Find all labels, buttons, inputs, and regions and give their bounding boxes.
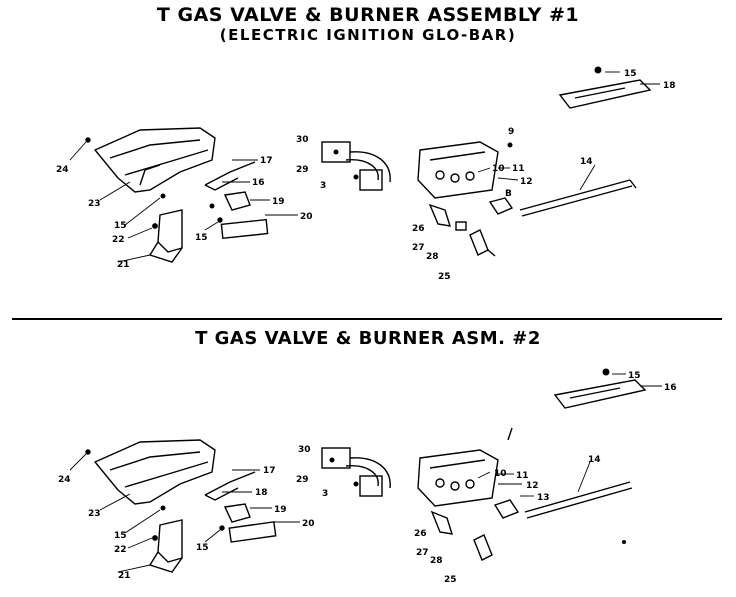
assembly-2-title: T GAS VALVE & BURNER ASM. #2 bbox=[195, 328, 541, 349]
callout-17: 17 bbox=[260, 156, 273, 166]
callout-19: 19 bbox=[274, 505, 287, 515]
callout-24: 24 bbox=[56, 165, 69, 175]
callout-10: 10 bbox=[494, 469, 507, 479]
callout-22: 22 bbox=[112, 235, 125, 245]
assembly-2-drawing bbox=[69, 368, 662, 573]
callout-23: 23 bbox=[88, 509, 101, 519]
bracket-and-screws-part-2 bbox=[430, 510, 454, 535]
callout-27: 27 bbox=[412, 243, 425, 253]
assembly-1-callouts: 15 18 9 24 30 17 29 10 11 3 16 12 14 23 … bbox=[56, 69, 676, 282]
callout-15-b: 15 bbox=[114, 221, 127, 231]
callout-30: 30 bbox=[298, 445, 311, 455]
callout-17: 17 bbox=[263, 466, 276, 476]
mounting-bracket-part bbox=[148, 209, 183, 263]
callout-16: 16 bbox=[664, 383, 677, 393]
callout-24: 24 bbox=[58, 475, 71, 485]
callout-16: 16 bbox=[252, 178, 265, 188]
solenoid-valve-part-2 bbox=[321, 447, 391, 497]
electrode-part-2 bbox=[473, 534, 493, 561]
callout-12: 12 bbox=[520, 177, 533, 187]
callout-26: 26 bbox=[414, 529, 427, 539]
burner-tray-part-2 bbox=[93, 439, 216, 505]
callout-25: 25 bbox=[438, 272, 451, 282]
bracket-and-screws-part bbox=[428, 203, 467, 231]
mounting-bracket-part-2 bbox=[148, 519, 183, 573]
callout-18: 18 bbox=[663, 81, 676, 91]
callout-29: 29 bbox=[296, 475, 309, 485]
callout-10: 10 bbox=[492, 164, 505, 174]
callout-26: 26 bbox=[412, 224, 425, 234]
callout-13: 13 bbox=[537, 493, 550, 503]
orifice-part bbox=[488, 197, 514, 215]
burner-tray-part bbox=[93, 127, 216, 193]
gas-valve-body-part bbox=[417, 141, 513, 199]
callout-21: 21 bbox=[117, 260, 130, 270]
cover-plate-part bbox=[558, 66, 652, 109]
cover-plate-part-2 bbox=[553, 368, 647, 409]
callout-15-b: 15 bbox=[114, 531, 127, 541]
burner-tube-part bbox=[519, 179, 637, 217]
callout-27: 27 bbox=[416, 548, 429, 558]
callout-11: 11 bbox=[516, 471, 529, 481]
callout-14: 14 bbox=[580, 157, 593, 167]
igniter-assembly-part bbox=[204, 161, 269, 240]
electrode-part bbox=[469, 229, 496, 257]
callout-14: 14 bbox=[588, 455, 601, 465]
callout-12: 12 bbox=[526, 481, 539, 491]
callout-9: 9 bbox=[508, 127, 514, 137]
callout-3: 3 bbox=[320, 181, 326, 191]
callout-19: 19 bbox=[272, 197, 285, 207]
callout-15-c: 15 bbox=[196, 543, 209, 553]
igniter-assembly-part-2 bbox=[204, 471, 277, 543]
callout-3: 3 bbox=[322, 489, 328, 499]
callout-20: 20 bbox=[302, 519, 315, 529]
callout-28: 28 bbox=[430, 556, 443, 566]
assembly-1-subtitle: (ELECTRIC IGNITION GLO-BAR) bbox=[219, 26, 517, 44]
callout-15-c: 15 bbox=[195, 233, 208, 243]
callout-20: 20 bbox=[300, 212, 313, 222]
callout-29: 29 bbox=[296, 165, 309, 175]
callout-15: 15 bbox=[628, 371, 641, 381]
callout-11: 11 bbox=[512, 164, 525, 174]
callout-b: B bbox=[505, 189, 512, 199]
orifice-part-2 bbox=[493, 499, 520, 519]
burner-tube-part-2 bbox=[524, 481, 633, 519]
callout-30: 30 bbox=[296, 135, 309, 145]
assembly-1-drawing bbox=[69, 66, 660, 263]
assembly-2-callouts: 15 16 24 30 17 29 10 11 14 3 18 12 13 23… bbox=[58, 371, 677, 585]
callout-22: 22 bbox=[114, 545, 127, 555]
assembly-1-title: T GAS VALVE & BURNER ASSEMBLY #1 bbox=[156, 4, 580, 26]
callout-18: 18 bbox=[255, 488, 268, 498]
section-divider bbox=[12, 318, 722, 320]
callout-21: 21 bbox=[118, 571, 131, 581]
solenoid-valve-part bbox=[321, 141, 391, 191]
callout-25: 25 bbox=[444, 575, 457, 585]
callout-15: 15 bbox=[624, 69, 637, 79]
gas-valve-body-part-2 bbox=[417, 427, 513, 507]
callout-23: 23 bbox=[88, 199, 101, 209]
callout-28: 28 bbox=[426, 252, 439, 262]
